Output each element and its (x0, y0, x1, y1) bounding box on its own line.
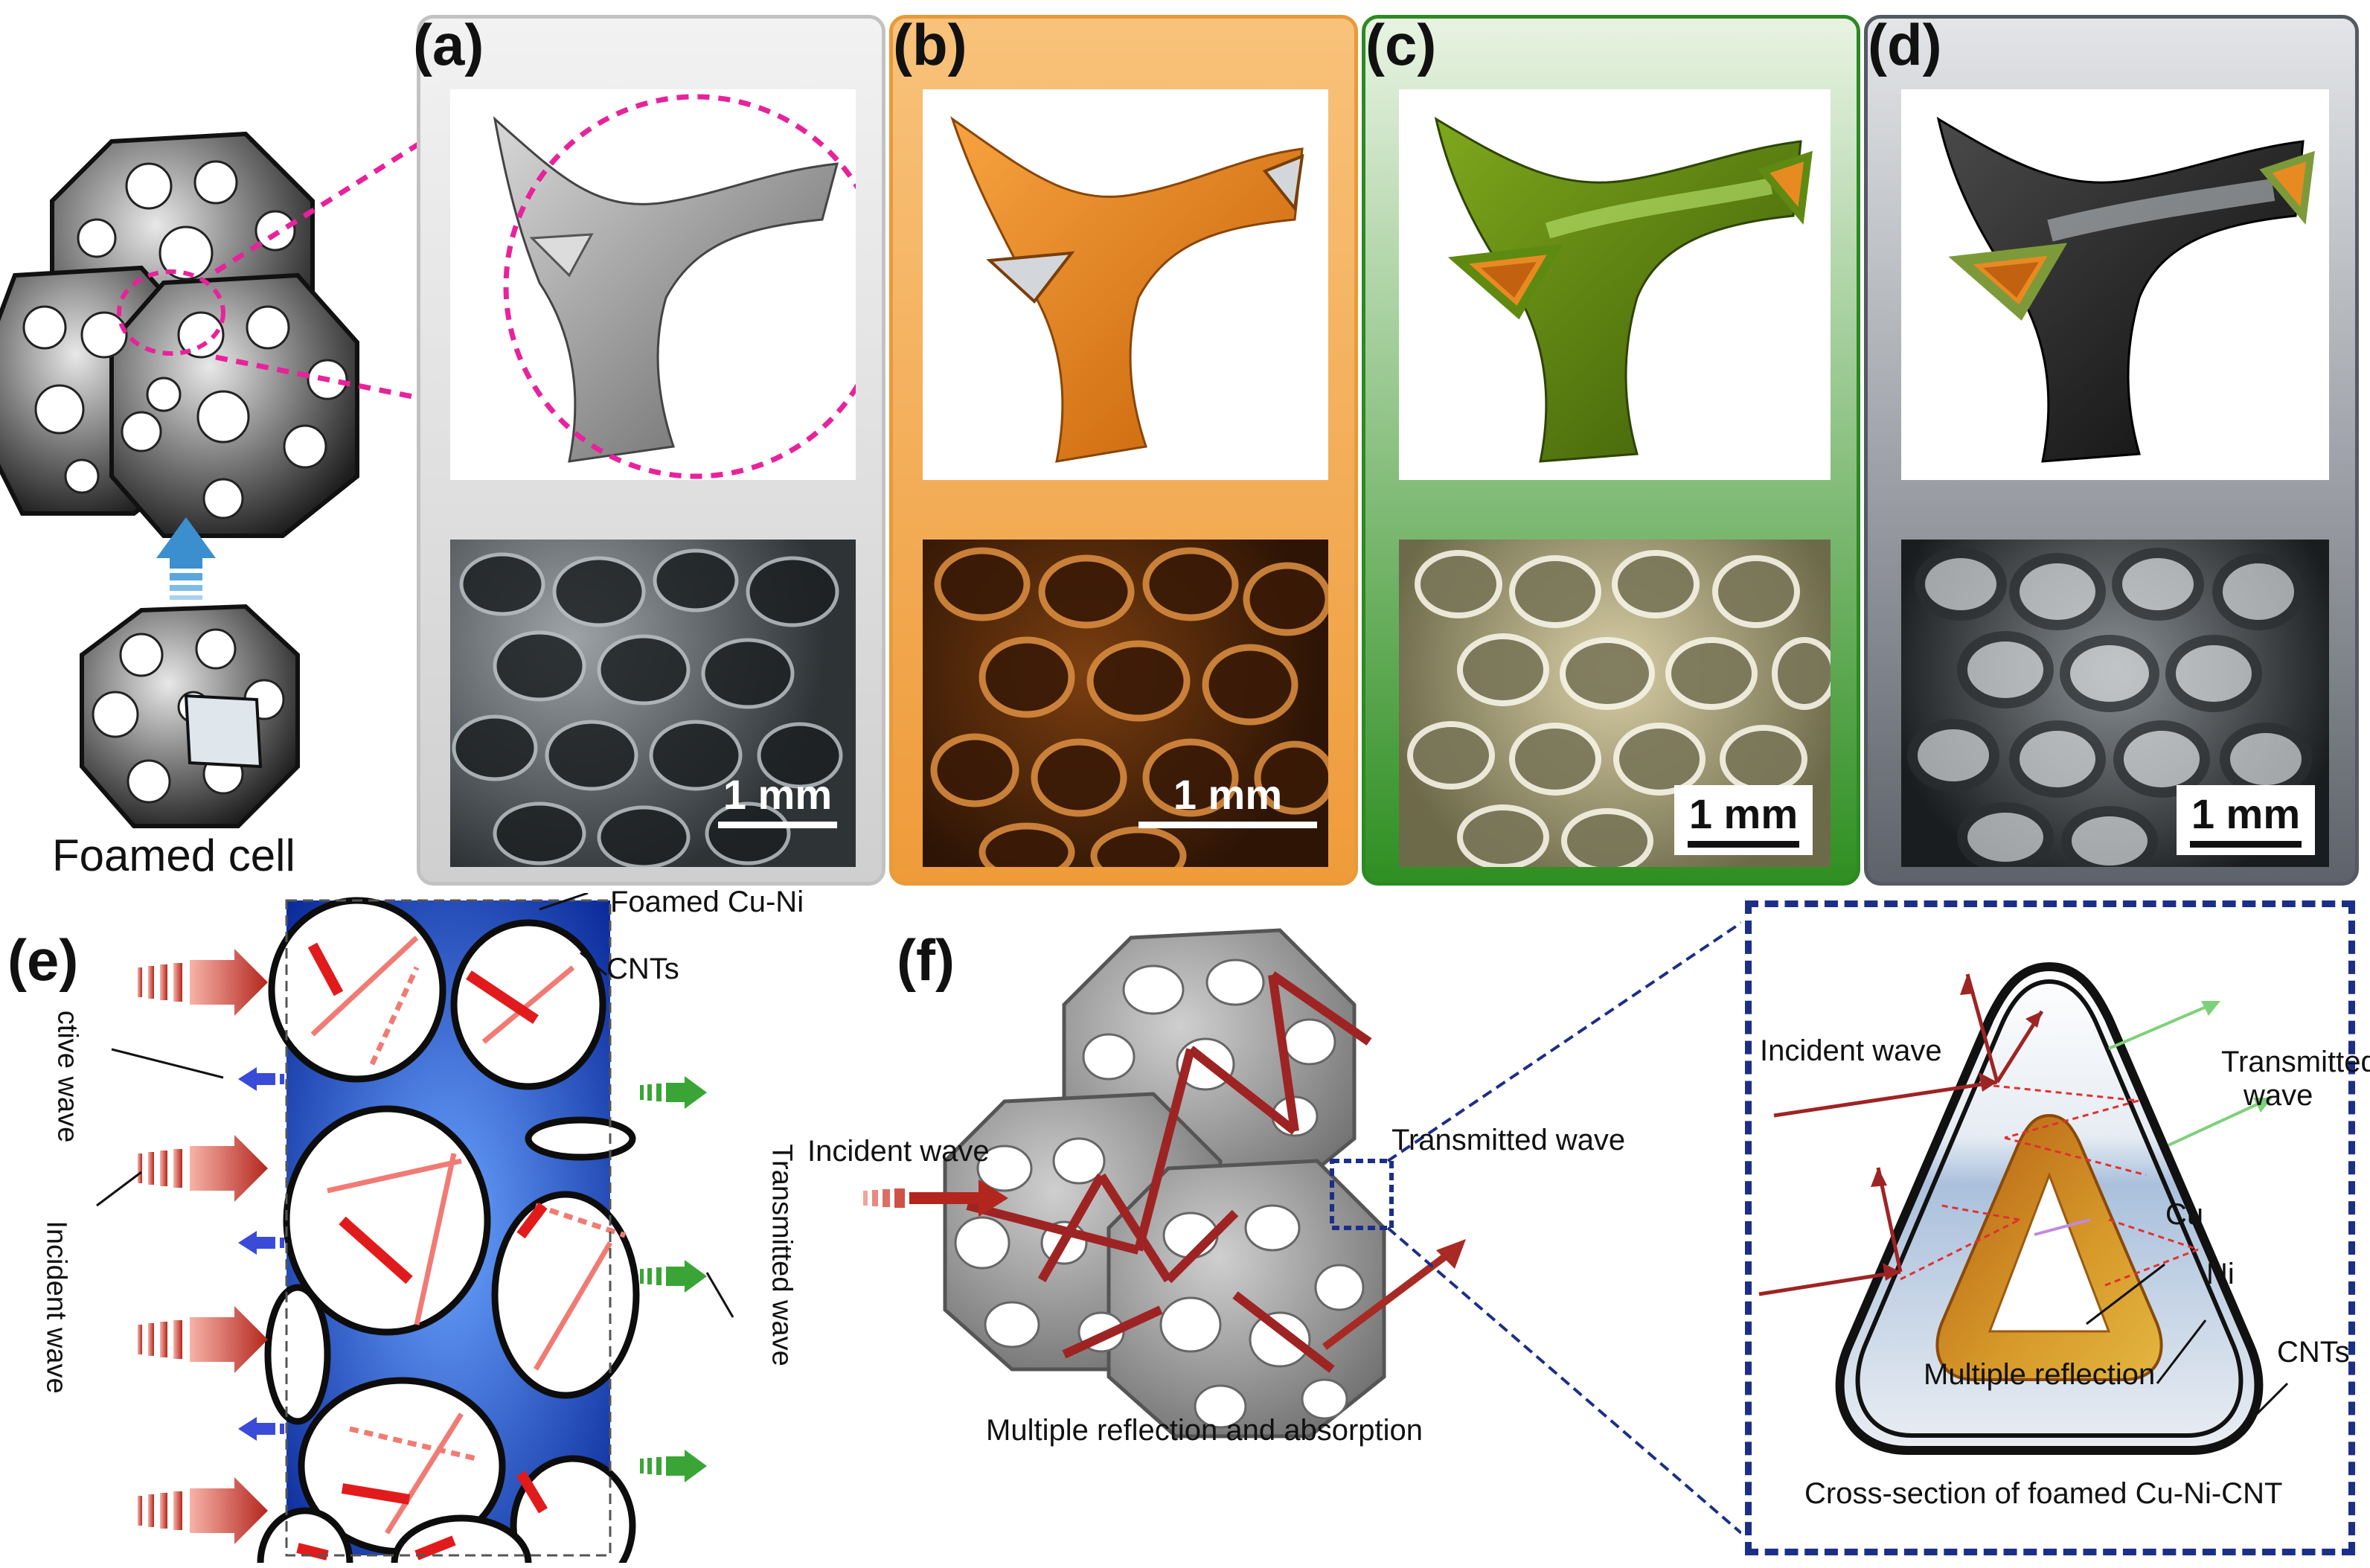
layer-pointers (2086, 1263, 2289, 1430)
zoom-connector-bottom (1386, 1226, 1741, 1535)
transmitted-arrow-f (1322, 1239, 1466, 1350)
panel-d-scalebar: 1 mm (2177, 785, 2315, 855)
hollow-core (1988, 1171, 2111, 1333)
panel-c-scale-text: 1 mm (1688, 790, 1799, 837)
transmitted-wave-label-e: Transmitted wave (766, 1144, 798, 1366)
panel-c-label: (c) (1365, 12, 1437, 77)
foam-slab-outline (285, 899, 612, 1557)
panel-a-scale-text: 1 mm (723, 771, 833, 818)
cross-section-inset (1745, 900, 2355, 1555)
copper-strut-render-orange (950, 116, 1304, 463)
panel-f-caption: Multiple reflection and absorption (986, 1414, 1423, 1447)
reflective-pointer (111, 1048, 224, 1079)
zoom-connector-top (1386, 921, 1741, 1162)
internal-reflection-lines (1900, 1084, 2199, 1288)
panel-a: 1 mm (417, 15, 888, 886)
transmitted-label-inset-line1: Transmitted (2221, 1046, 2370, 1078)
panel-a-foam-photo: 1 mm (450, 540, 856, 867)
panel-c-scalebar: 1 mm (1674, 785, 1813, 855)
foam-pores-dark (1907, 548, 2312, 867)
transmitted-wave-arrows (640, 1076, 707, 1482)
panel-b-scale-text: 1 mm (1173, 771, 1283, 818)
panel-e-label: (e) (7, 927, 79, 993)
panel-e-diagram (96, 893, 734, 1563)
cross-section-caption: Cross-section of foamed Cu-Ni-CNT (1804, 1477, 2283, 1510)
panel-a-label: (a) (413, 12, 484, 77)
panel-c-foam-photo: 1 mm (1399, 540, 1831, 867)
panel-b-scalebar: 1 mm (1138, 770, 1317, 828)
nickel-coated-strut-render-green (1434, 116, 1813, 463)
incident-wave-label-e: Incident wave (40, 1220, 72, 1394)
cnts-label-e: CNTs (606, 953, 679, 985)
cnt-coated-strut-render-black (1936, 116, 2315, 463)
incident-arrowheads-inset (1871, 974, 2042, 1281)
incident-pointer (96, 1171, 142, 1207)
incident-wave-label-inset: Incident wave (1760, 1034, 1942, 1067)
panel-b-render-box (923, 89, 1328, 480)
multiple-reflection-label: Multiple reflection (1924, 1358, 2156, 1391)
foam-slab (257, 897, 640, 1563)
panel-d-scale-text: 1 mm (2191, 790, 2301, 837)
foamed-cell-illustration (0, 131, 359, 828)
cnts-pointer (580, 951, 607, 976)
panel-f-diagram (863, 921, 1741, 1535)
foam-pores-light (1407, 550, 1831, 867)
panel-c: 1 mm (1362, 15, 1860, 886)
panel-d-foam-photo: 1 mm (1901, 540, 2329, 867)
panel-a-scalebar: 1 mm (718, 770, 837, 828)
copper-strut-render-grey (493, 94, 888, 479)
incident-wave-arrows (138, 949, 268, 1544)
single-foamed-cell (80, 604, 300, 828)
cnts-label-inset: CNTs (2277, 1336, 2350, 1369)
upward-arrow (156, 517, 216, 600)
foam-pores-grey (452, 548, 843, 867)
incident-arrow-f (863, 1180, 1008, 1217)
panel-d-label: (d) (1868, 12, 1942, 77)
reflective-wave-label: ctive wave (51, 1010, 83, 1143)
panel-a-render-box (450, 89, 888, 480)
foamed-cu-ni-label: Foamed Cu-Ni (610, 886, 804, 918)
panel-b-label: (b) (893, 12, 967, 77)
zoom-region-box (1330, 1159, 1394, 1230)
panel-b: 1 mm (889, 15, 1358, 886)
cu-label: Cu (2165, 1198, 2204, 1231)
ni-label: Ni (2206, 1258, 2235, 1290)
transmitted-rays-inset (2108, 1002, 2266, 1147)
transmitted-label-inset-line2: wave (2244, 1079, 2313, 1112)
panel-d-render-box (1901, 89, 2329, 480)
zoom-circle-small (117, 269, 225, 356)
reflective-wave-arrows (238, 1067, 284, 1441)
cross-section-diagram (1758, 961, 2289, 1455)
core-reflection-arrow (2034, 1218, 2091, 1236)
transmitted-wave-label-f: Transmitted wave (1391, 1124, 1626, 1156)
panel-c-render-box (1399, 89, 1831, 480)
transmitted-arrowheads-inset (2201, 1001, 2273, 1113)
panel-b-foam-photo: 1 mm (923, 540, 1328, 867)
incident-wave-label-f: Incident wave (807, 1135, 990, 1168)
foamed-cell-cluster (0, 131, 359, 538)
transmitted-pointer (705, 1272, 734, 1318)
foamed-cell-caption: Foamed cell (52, 831, 295, 880)
foam-pores-copper (930, 547, 1328, 867)
incident-rays-inset (1758, 973, 2044, 1296)
panel-f-label: (f) (897, 927, 955, 993)
panel-d: 1 mm (1864, 15, 2359, 886)
internal-reflection-rays (966, 971, 1372, 1373)
foamed-cu-ni-pointer (539, 893, 589, 911)
